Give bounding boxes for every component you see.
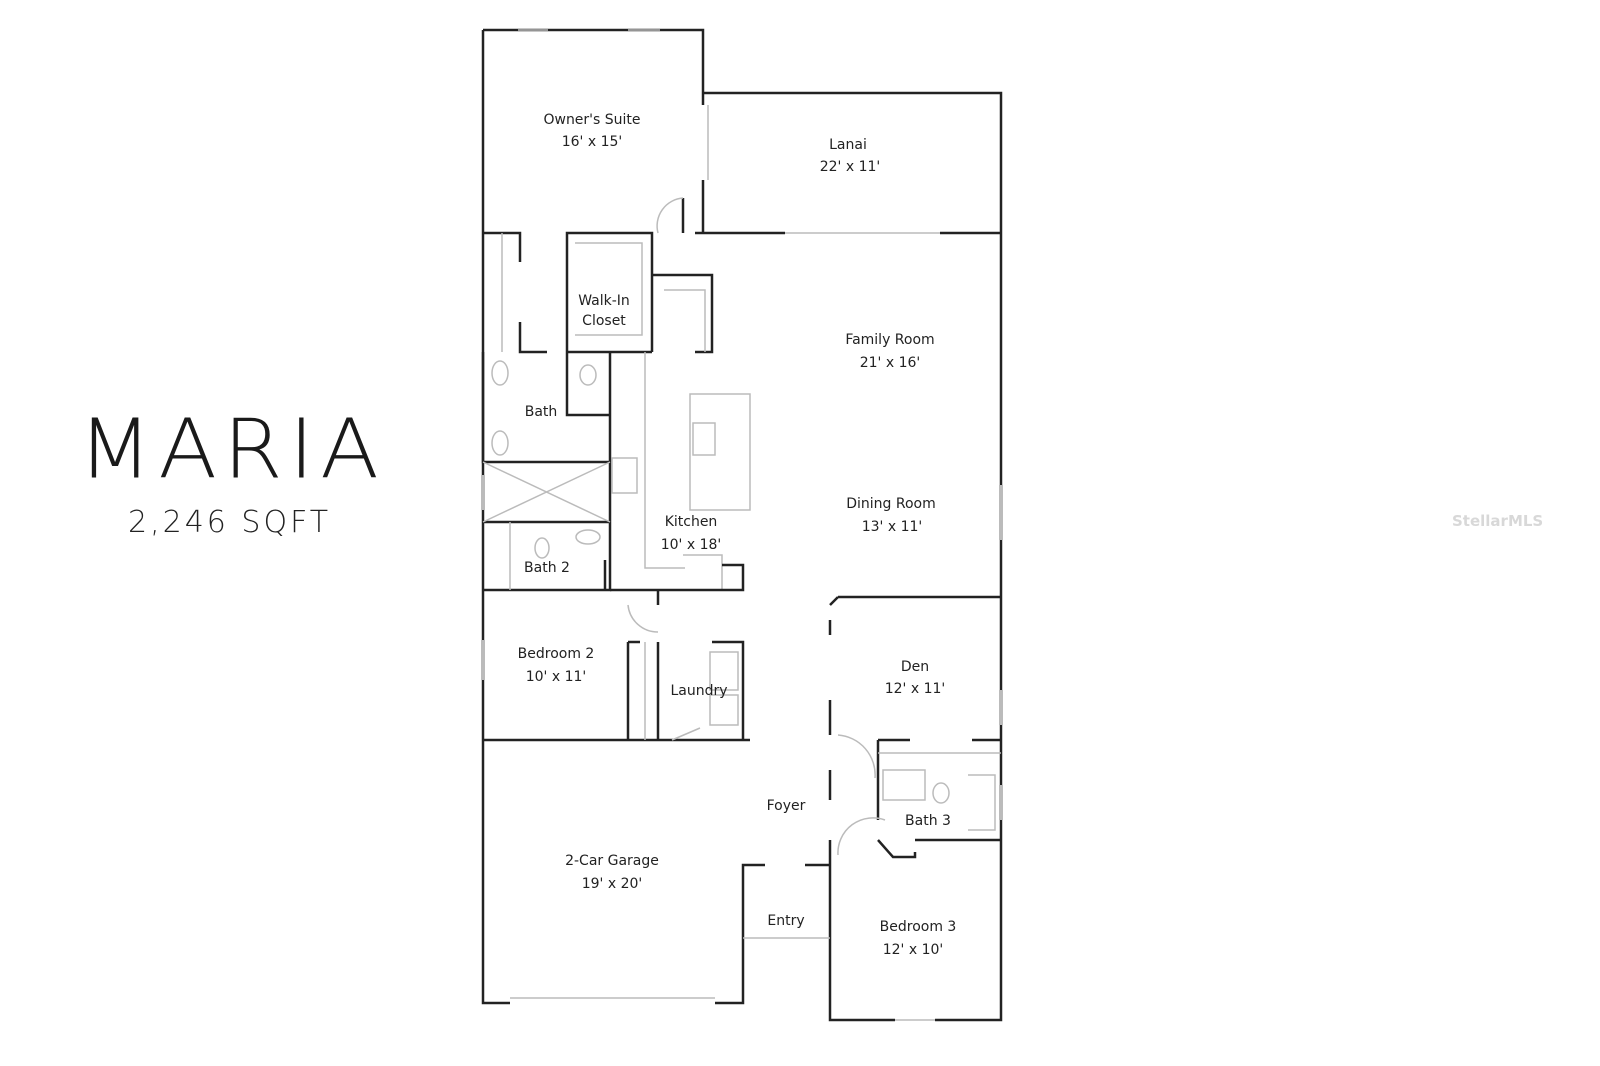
room-name-family-room: Family Room xyxy=(845,332,934,348)
plan-title: MARIA xyxy=(78,402,385,498)
room-name-foyer: Foyer xyxy=(767,798,806,814)
room-size-lanai: 22' x 11' xyxy=(820,159,881,175)
room-name-owners-suite: Owner's Suite xyxy=(543,112,640,128)
plan-square-footage: 2,246 SQFT xyxy=(128,505,332,540)
room-name-entry: Entry xyxy=(767,913,804,929)
room-name-walk-in-closet-2: Closet xyxy=(582,313,626,329)
room-size-kitchen: 10' x 18' xyxy=(661,537,722,553)
room-size-owners-suite: 16' x 15' xyxy=(562,134,623,150)
room-name-lanai: Lanai xyxy=(829,137,867,153)
room-name-walk-in-closet: Walk-In xyxy=(578,293,630,309)
watermark: StellarMLS xyxy=(1452,512,1544,530)
room-name-dining-room: Dining Room xyxy=(846,496,936,512)
room-labels: Owner's Suite 16' x 15' Lanai 22' x 11' … xyxy=(518,112,957,958)
room-size-family-room: 21' x 16' xyxy=(860,355,921,371)
room-name-laundry: Laundry xyxy=(670,683,727,699)
room-name-kitchen: Kitchen xyxy=(665,514,718,530)
room-size-bedroom-3: 12' x 10' xyxy=(883,942,944,958)
room-size-garage: 19' x 20' xyxy=(582,876,643,892)
room-size-bedroom-2: 10' x 11' xyxy=(526,669,587,685)
room-name-den: Den xyxy=(901,659,929,675)
room-size-dining-room: 13' x 11' xyxy=(862,519,923,535)
room-size-den: 12' x 11' xyxy=(885,681,946,697)
walls xyxy=(481,28,1003,1022)
room-name-bedroom-2: Bedroom 2 xyxy=(518,646,595,662)
room-name-bath: Bath xyxy=(525,404,558,420)
room-name-bath-2: Bath 2 xyxy=(524,560,570,576)
room-name-garage: 2-Car Garage xyxy=(565,853,659,869)
room-name-bath-3: Bath 3 xyxy=(905,813,951,829)
room-name-bedroom-3: Bedroom 3 xyxy=(880,919,957,935)
